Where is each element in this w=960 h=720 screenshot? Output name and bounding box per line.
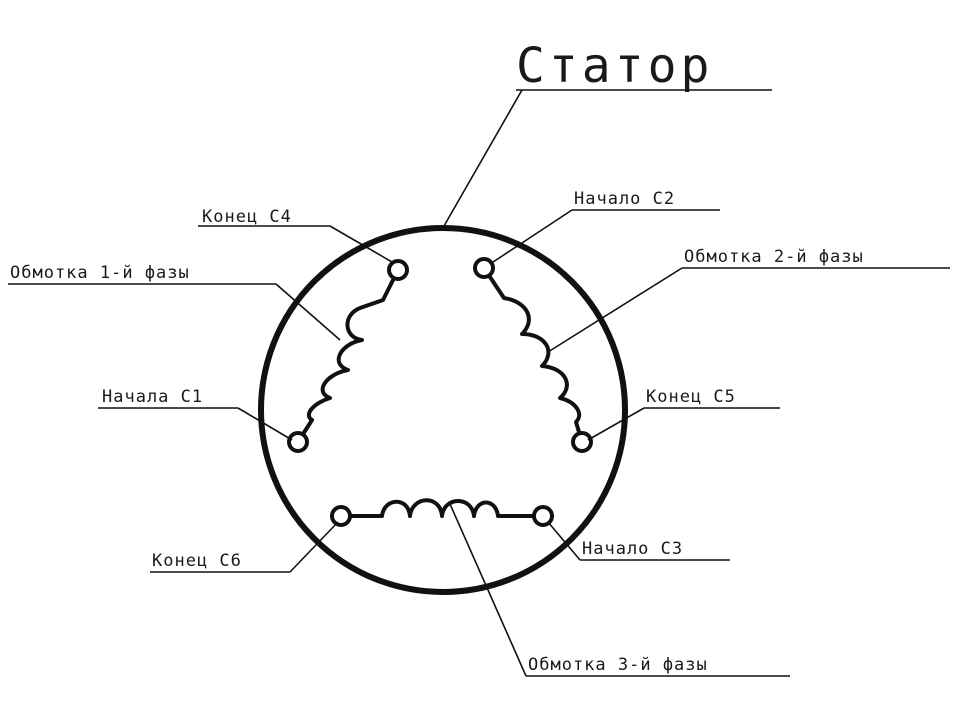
winding-phase-1	[287, 259, 409, 453]
leader-winding-3-arm	[449, 503, 527, 677]
leader-start-c2-arm	[489, 209, 573, 265]
stator-leader	[443, 89, 523, 227]
terminal-c6	[330, 505, 352, 527]
winding-phase-2	[473, 257, 593, 453]
label-winding-1: Обмотка 1-й фазы	[10, 263, 190, 283]
label-end-c6: Конец С6	[152, 551, 242, 571]
leader-end-c5-arm	[587, 407, 645, 441]
stator-ring	[258, 225, 628, 595]
label-winding-2: Обмотка 2-й фазы	[684, 247, 864, 267]
terminal-c3	[532, 505, 554, 527]
terminal-c4	[387, 259, 409, 281]
label-start-c3: Начало С3	[582, 539, 683, 559]
stator-title: Статор	[516, 38, 713, 94]
label-winding-3: Обмотка 3-й фазы	[528, 655, 708, 675]
leader-end-c4-arm	[329, 225, 393, 263]
leader-winding-2-arm	[547, 267, 683, 353]
terminal-c1	[287, 431, 309, 453]
leader-start-c1-arm	[237, 407, 293, 441]
label-start-c2: Начало С2	[574, 189, 675, 209]
terminal-c5	[571, 431, 593, 453]
leader-end-c6-arm	[289, 521, 339, 573]
leader-winding-1-arm	[275, 283, 341, 341]
terminal-c2	[473, 257, 495, 279]
label-end-c5: Конец С5	[646, 387, 736, 407]
winding-phase-3	[330, 498, 554, 527]
label-end-c4: Конец С4	[202, 207, 292, 227]
leader-start-c3-arm	[547, 521, 581, 561]
label-start-c1: Начала С1	[102, 387, 203, 407]
